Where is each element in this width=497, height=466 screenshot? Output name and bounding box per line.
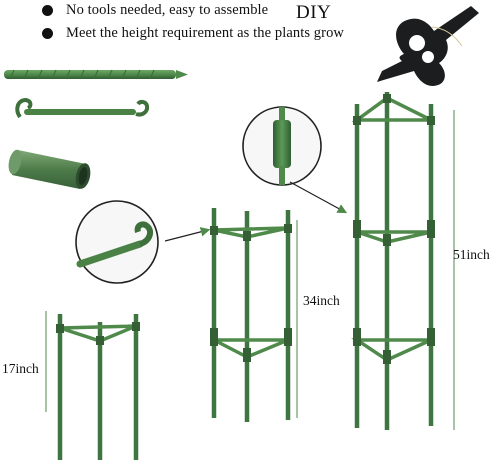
plant-clip-icon	[377, 6, 479, 86]
stake-part	[4, 69, 188, 80]
height-label-medium: 34inch	[303, 293, 340, 308]
cage-51-inch	[351, 92, 455, 430]
feature-item-height: Meet the height requirement as the plant…	[42, 25, 344, 42]
joint-tube-part	[8, 149, 91, 189]
cage-17-inch	[45, 311, 140, 460]
detail-magnifier-hook	[75, 200, 211, 284]
bullet-icon	[42, 5, 53, 16]
height-label-small: 17inch	[2, 361, 39, 376]
bullet-icon	[42, 28, 53, 39]
detail-magnifier-joint	[242, 106, 348, 214]
diy-badge: DIY	[296, 2, 332, 23]
cage-34-inch	[210, 208, 298, 422]
feature-text: No tools needed, easy to assemble	[66, 2, 269, 18]
connector-arm-part	[15, 97, 150, 119]
height-label-large: 51inch	[453, 247, 490, 262]
feature-item-tools: No tools needed, easy to assemble	[42, 2, 268, 19]
feature-text: Meet the height requirement as the plant…	[66, 25, 345, 41]
